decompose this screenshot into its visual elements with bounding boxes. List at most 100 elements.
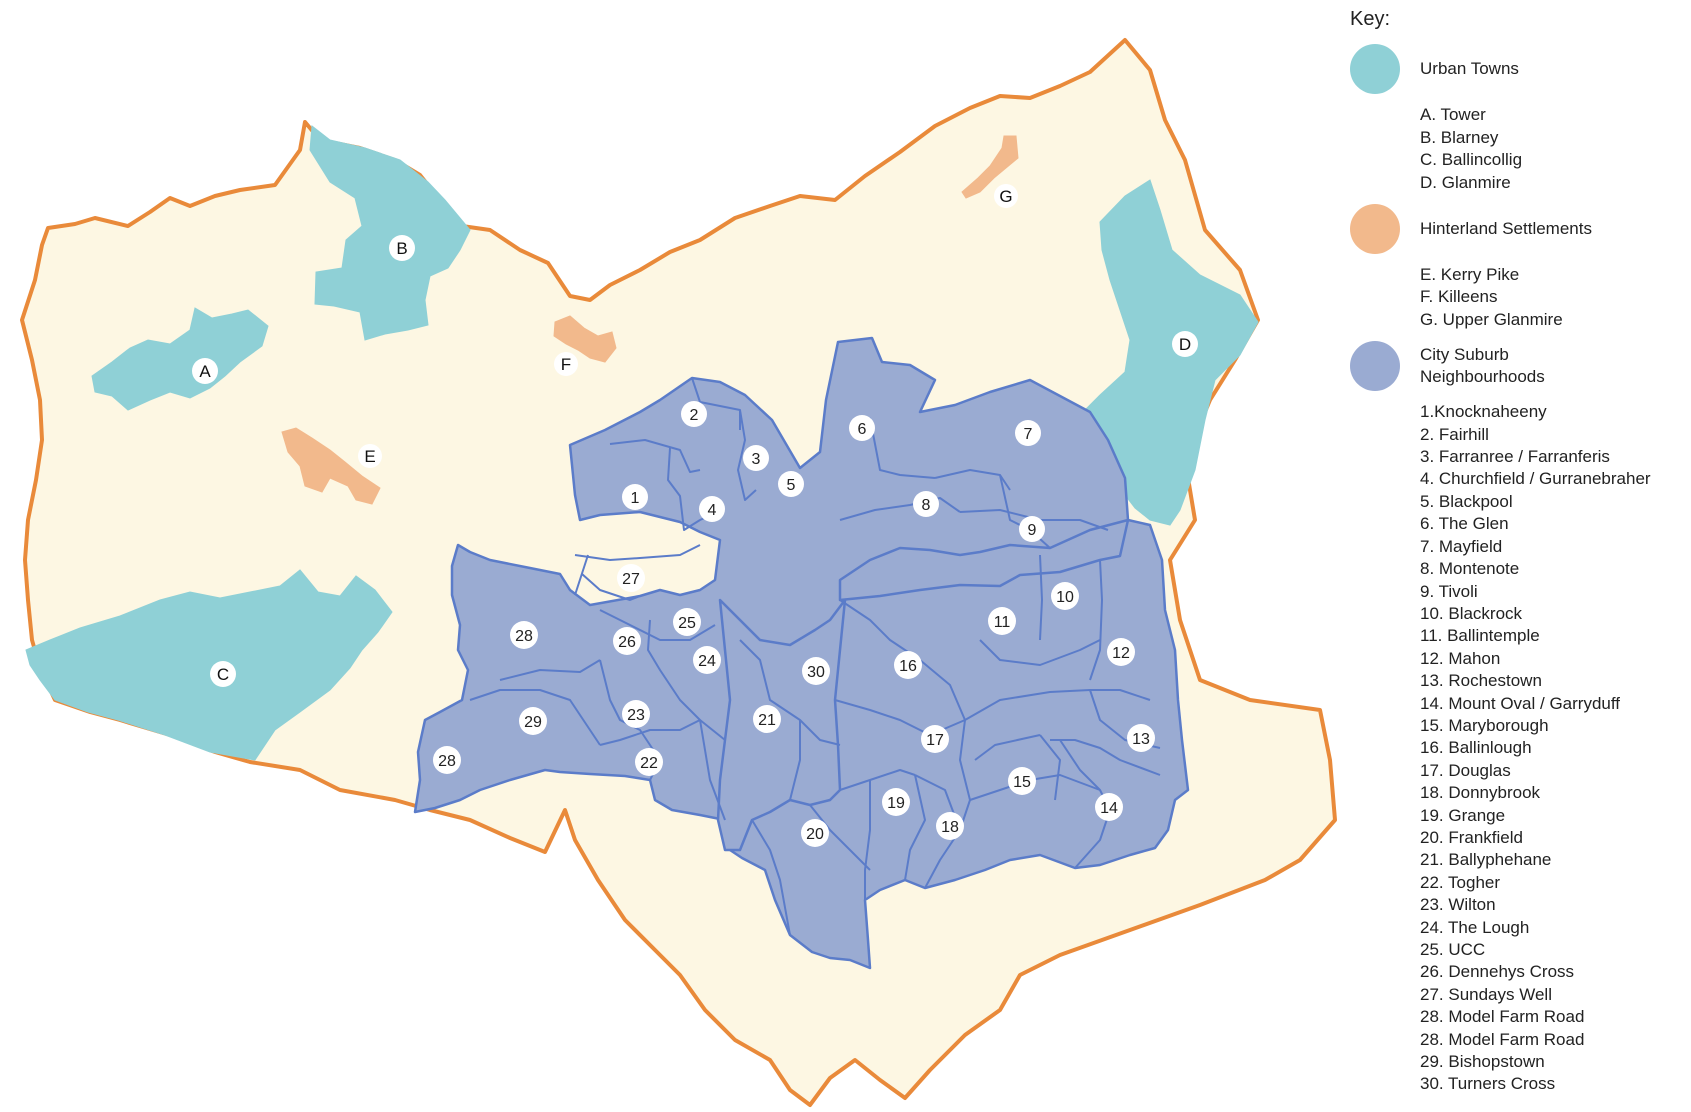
key-item: 4. Churchfield / Gurranebraher [1420,469,1651,489]
suburb-label-2: 2 [681,401,707,427]
key-item: 15. Maryborough [1420,715,1549,735]
key-item: 5. Blackpool [1420,491,1513,511]
hinterland-e-kerry-pike [281,427,381,505]
urban-towns [25,125,1259,761]
suburb-label-14-text: 14 [1100,800,1118,817]
suburb-label-28b-text: 28 [438,753,456,770]
suburb-label-2-text: 2 [690,407,699,424]
key-category-suburb-label: City Suburb Neighbourhoods [1420,345,1545,387]
suburb-label-15: 15 [1008,767,1036,795]
suburb-labels: 1 2 3 4 5 6 7 8 9 10 11 12 13 14 15 16 1… [433,401,1155,847]
suburb-label-5: 5 [778,471,804,497]
key-item: 13. Rochestown [1420,671,1542,691]
suburb-label-26-text: 26 [618,634,636,651]
key-item: 17. Douglas [1420,760,1511,780]
suburb-label-15-text: 15 [1013,774,1031,791]
key-category-hinterland-label: Hinterland Settlements [1420,219,1592,239]
key-item: A. Tower [1420,105,1486,125]
key-item: 22. Togher [1420,872,1501,892]
suburb-label-4-text: 4 [708,502,717,519]
suburb-label-23: 23 [622,700,650,728]
key-list-suburb: 1.Knocknaheeny 2. Fairhill 3. Farranree … [1420,401,1685,1096]
town-label-b-text: B [396,239,407,258]
suburb-label-28b: 28 [433,746,461,774]
suburb-label-24-text: 24 [698,653,716,670]
suburb-label-3-text: 3 [752,451,761,468]
suburb-label-20-text: 20 [806,826,824,843]
suburb-label-25-text: 25 [678,615,696,632]
suburb-label-1-text: 1 [631,490,640,507]
town-a-tower [91,307,269,411]
town-label-c: C [210,661,236,687]
town-label-a-text: A [199,362,211,381]
suburb-label-28a: 28 [510,621,538,649]
town-label-c-text: C [217,665,229,684]
suburb-label-21: 21 [753,705,781,733]
suburb-label-17: 17 [921,725,949,753]
suburb-label-7: 7 [1015,420,1041,446]
suburb-label-29: 29 [519,707,547,735]
suburb-label-11-text: 11 [994,614,1011,631]
key-item: 12. Mahon [1420,648,1501,668]
suburb-label-27: 27 [617,564,645,592]
key-category-urban-label: Urban Towns [1420,59,1519,79]
suburbs-east-block [838,518,1130,602]
suburb-label-28a-text: 28 [515,628,533,645]
hinterland-label-e: E [358,444,382,468]
key-item: 26. Dennehys Cross [1420,962,1575,982]
suburb-label-25: 25 [673,608,701,636]
suburb-label-6-text: 6 [858,421,867,438]
key-item: F. Killeens [1420,287,1498,307]
key-list-hinterland: E. Kerry Pike F. Killeens G. Upper Glanm… [1420,264,1685,331]
suburb-label-17-text: 17 [926,732,944,749]
suburb-label-22: 22 [635,748,663,776]
key-item: 2. Fairhill [1420,424,1489,444]
hinterland-label-g: G [994,184,1018,208]
key-item: 9. Tivoli [1420,581,1478,601]
suburb-label-21-text: 21 [758,712,776,729]
town-b-blarney [309,125,471,341]
key-item: 10. Blackrock [1420,603,1523,623]
hinterland-label-f: F [554,352,578,376]
key-item: 11. Ballintemple [1420,626,1540,646]
suburb-label-11: 11 [988,607,1016,635]
key-item: 27. Sundays Well [1420,984,1552,1004]
town-label-d-text: D [1179,335,1191,354]
suburb-label-22-text: 22 [640,755,658,772]
key-item: 24. The Lough [1420,917,1530,937]
hinterland-labels: E F G [358,184,1018,468]
key-item: 30. Turners Cross [1420,1074,1556,1094]
key-item: 7. Mayfield [1420,536,1503,556]
key-category-hinterland: Hinterland Settlements [1350,204,1685,255]
suburb-label-16-text: 16 [899,658,917,675]
key-item: 16. Ballinlough [1420,738,1532,758]
urban-swatch [1350,44,1400,95]
key-item: 21. Ballyphehane [1420,850,1552,870]
suburb-label-13-text: 13 [1132,731,1150,748]
key-item: 8. Montenote [1420,559,1520,579]
town-label-d: D [1172,331,1198,357]
suburb-label-9: 9 [1019,516,1045,542]
suburb-label-30-text: 30 [807,664,825,681]
key-item: 29. Bishopstown [1420,1052,1545,1072]
key-category-suburb: City Suburb Neighbourhoods [1350,341,1685,392]
hinterland-label-f-text: F [561,355,571,374]
suburb-label-26: 26 [613,627,641,655]
suburb-label-23-text: 23 [627,707,645,724]
key-item: 20. Frankfield [1420,827,1523,847]
hinterland-swatch [1350,204,1400,255]
key-item: 1.Knocknaheeny [1420,402,1547,422]
hinterland-settlements [281,135,1019,505]
key-item: 25. UCC [1420,940,1486,959]
hinterland-f-killeens [553,315,617,363]
key-item: 18. Donnybrook [1420,783,1541,803]
suburb-label-13: 13 [1127,724,1155,752]
hinterland-label-e-text: E [364,447,375,466]
suburb-label-9-text: 9 [1028,522,1037,539]
key-item: 14. Mount Oval / Garryduff [1420,693,1620,713]
key-item: 19. Grange [1420,805,1506,825]
key-item: 28. Model Farm Road [1420,1007,1585,1027]
suburb-label-24: 24 [693,646,721,674]
suburb-label-6: 6 [849,415,875,441]
suburb-label-7-text: 7 [1024,426,1033,443]
